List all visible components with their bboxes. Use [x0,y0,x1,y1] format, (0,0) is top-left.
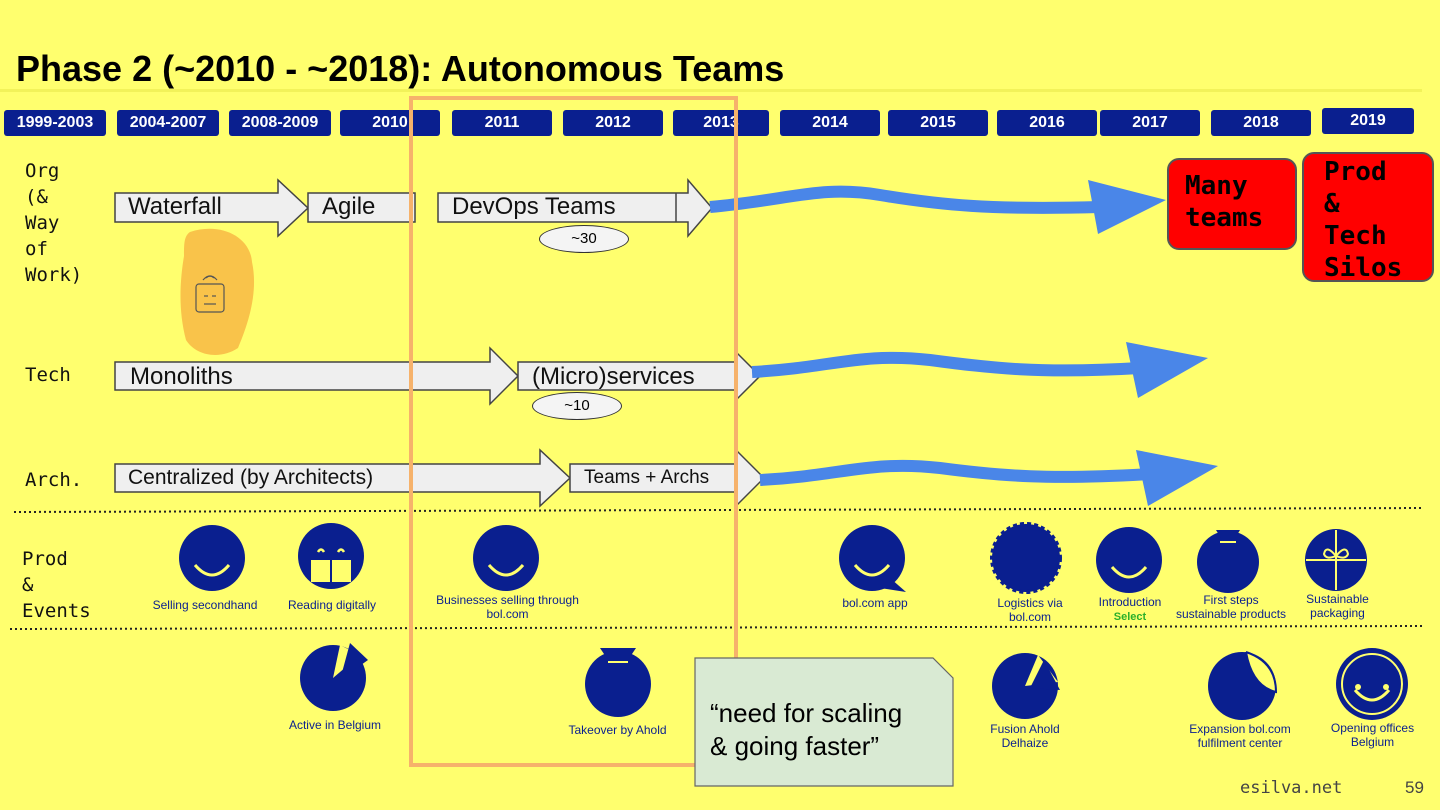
event-caption: bol.com app [842,596,908,610]
stage-monoliths: Monoliths [130,363,233,390]
count-bubble: ~10 [532,392,622,420]
year-badge: 2012 [563,110,663,136]
count-bubble: ~30 [539,225,629,253]
event-caption: Reading digitally [287,598,377,612]
event-caption: Logistics via bol.com [997,596,1063,624]
bag-icon [1197,530,1259,593]
smile-circle-icon [1096,527,1162,593]
org-arrow-waterfall [114,178,310,238]
tech-flow-arrow [751,351,1141,378]
quote-text: “need for scaling & going faster” [710,698,903,761]
face-ring-icon [1336,648,1408,720]
book-face-icon [298,523,364,589]
bag-icon [585,648,651,717]
arch-arrow-centralized [114,448,572,508]
org-arrow-devops [437,177,713,239]
event-caption: First steps sustainable products [1175,593,1287,621]
quote-note [694,657,954,787]
row-label-prod: Prod & Events [22,548,91,622]
pie-icon [992,653,1060,719]
year-badge: 2004-2007 [117,110,219,136]
smile-circle-icon [179,525,245,591]
arch-flow-arrow [759,459,1151,486]
highlight-2011-2013 [409,96,738,767]
year-badge: 2018 [1211,110,1311,136]
divider [13,507,1425,513]
row-label-arch: Arch. [25,469,83,491]
tech-arrow-monoliths [114,346,520,406]
row-label-org: Org (& Way of Work) [25,160,83,286]
event-caption: Introduction [1098,595,1162,609]
org-flow-arrow [709,185,1101,214]
year-badge: 2010 [340,110,440,136]
divider [9,625,1425,630]
sticky-blob [180,228,255,355]
event-caption: Selling secondhand [152,598,258,612]
stage-microservices: (Micro)services [532,363,695,390]
event-caption: Active in Belgium [288,718,382,732]
event-caption: Fusion Ahold Delhaize [990,722,1060,750]
gift-icon [1305,529,1367,591]
year-badge: 2014 [780,110,880,136]
year-badge: 2019 [1322,108,1414,134]
stage-devops-teams: DevOps Teams [452,193,616,220]
pie-icon [300,643,368,711]
year-badge: 2017 [1100,110,1200,136]
year-badge: 2013 [673,110,769,136]
outcome-many-teams: Many teams [1167,158,1297,250]
stage-waterfall: Waterfall [128,193,222,220]
event-subcaption: Select [1113,611,1147,623]
robot-icon [195,275,225,313]
event-caption: Businesses selling through bol.com [436,593,579,621]
year-badge: 2008-2009 [229,110,331,136]
stage-teams-archs: Teams + Archs [584,467,710,488]
event-caption: Takeover by Ahold [568,723,667,737]
year-badge: 2015 [888,110,988,136]
event-caption: Opening offices Belgium [1330,721,1415,749]
outcome-silos: Prod & Tech Silos [1302,152,1434,283]
slide-title: Phase 2 (~2010 - ~2018): Autonomous Team… [16,48,785,89]
year-badge: 1999-2003 [4,110,106,136]
event-caption: Sustainable packaging [1306,592,1369,620]
event-caption: Expansion bol.com fulfilment center [1189,722,1291,750]
row-label-tech: Tech [25,364,71,386]
org-arrow-agile [307,192,416,223]
year-badge: 2011 [452,110,552,136]
year-badge: 2016 [997,110,1097,136]
chat-bubble-smile-icon [839,525,906,592]
stage-centralized: Centralized (by Architects) [128,466,374,489]
page-number: 59 [1405,778,1424,797]
footer-site: esilva.net [1240,778,1343,798]
title-underline [0,89,1422,92]
gear-circle-icon [990,522,1062,594]
smile-circle-icon [473,525,539,591]
sticker-icon [1208,651,1278,720]
stage-agile: Agile [322,193,376,220]
